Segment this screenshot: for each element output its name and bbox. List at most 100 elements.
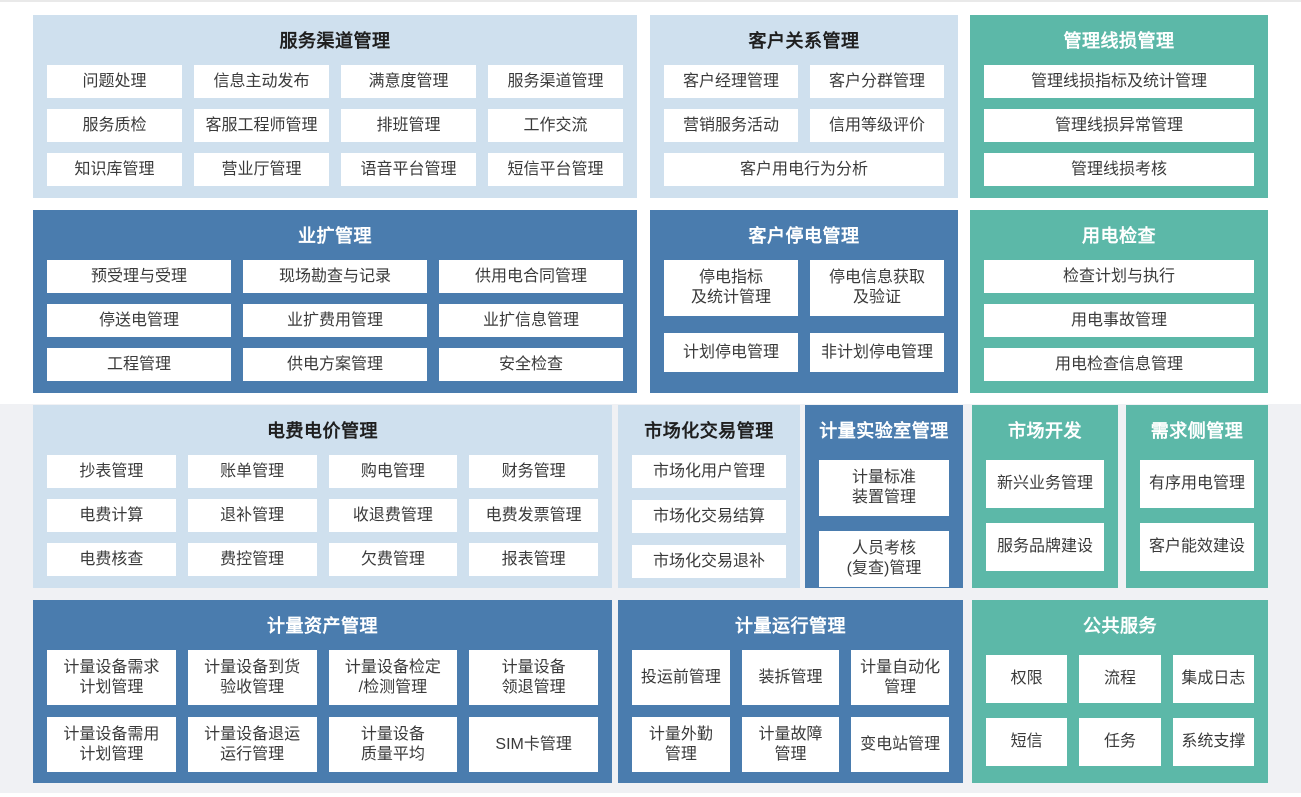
module-item: 费控管理: [187, 543, 317, 576]
module-item: 现场勘查与记录: [243, 260, 427, 293]
module-item: 退补管理: [187, 499, 317, 532]
block-title: 市场化交易管理: [644, 421, 774, 441]
module-item: 营业厅管理: [194, 153, 329, 186]
module-item: 客户分群管理: [810, 65, 944, 98]
module-item: 电费计算: [47, 499, 176, 532]
module-item: 计量设备检定 /检测管理: [328, 650, 458, 705]
module-item: 系统支撑: [1172, 718, 1254, 766]
module-item: 停电指标 及统计管理: [664, 260, 798, 316]
module-item: 计量设备 质量平均: [328, 717, 458, 772]
module-item: 业扩费用管理: [243, 304, 427, 337]
module-item: 信用等级评价: [810, 109, 944, 142]
module-item: 停电信息获取 及验证: [810, 260, 944, 316]
module-item: 排班管理: [341, 109, 476, 142]
module-item: 购电管理: [328, 455, 458, 488]
module-item: 问题处理: [47, 65, 182, 98]
module-item: 客户能效建设: [1140, 523, 1254, 571]
block-metering-assets: 计量资产管理 计量设备需求 计划管理计量设备到货 验收管理计量设备检定 /检测管…: [33, 600, 612, 783]
module-item: 预受理与受理: [47, 260, 231, 293]
module-item: 计量设备需用 计划管理: [47, 717, 176, 772]
block-items: 有序用电管理客户能效建设: [1126, 452, 1268, 571]
module-item: 计量故障 管理: [741, 717, 840, 772]
block-title: 客户关系管理: [748, 31, 860, 51]
module-item: 集成日志: [1172, 655, 1254, 703]
block-items: 停电指标 及统计管理停电信息获取 及验证计划停电管理非计划停电管理: [650, 257, 958, 372]
block-metering-lab: 计量实验室管理 计量标准 装置管理人员考核 (复查)管理: [805, 405, 963, 588]
module-item: 服务渠道管理: [488, 65, 623, 98]
module-item: 市场化交易退补: [632, 545, 786, 578]
module-item: 短信平台管理: [488, 153, 623, 186]
module-item: 计划停电管理: [664, 333, 798, 372]
module-item: 业扩信息管理: [439, 304, 623, 337]
block-items: 检查计划与执行用电事故管理用电检查信息管理: [970, 257, 1268, 381]
block-title: 管理线损管理: [1063, 31, 1175, 51]
module-item: 财务管理: [469, 455, 598, 488]
block-metering-operation: 计量运行管理 投运前管理装拆管理计量自动化 管理计量外勤 管理计量故障 管理变电…: [618, 600, 963, 783]
module-item: 投运前管理: [632, 650, 730, 705]
module-item: 知识库管理: [47, 153, 182, 186]
block-items: 预受理与受理现场勘查与记录供用电合同管理停送电管理业扩费用管理业扩信息管理工程管…: [33, 257, 637, 381]
block-title: 用电检查: [1082, 226, 1156, 246]
block-items: 新兴业务管理服务品牌建设: [972, 452, 1118, 571]
module-item: 短信: [986, 718, 1068, 766]
module-item: 账单管理: [187, 455, 317, 488]
module-item: 装拆管理: [741, 650, 840, 705]
block-title: 业扩管理: [298, 226, 372, 246]
module-item: 工作交流: [488, 109, 623, 142]
module-item: 满意度管理: [341, 65, 476, 98]
module-item: 语音平台管理: [341, 153, 476, 186]
module-item: 流程: [1079, 655, 1161, 703]
block-title: 需求侧管理: [1150, 421, 1244, 441]
module-item: 人员考核 (复查)管理: [819, 531, 949, 587]
module-item: 营销服务活动: [664, 109, 798, 142]
module-item: 计量自动化 管理: [851, 650, 949, 705]
module-item: 管理线损异常管理: [984, 109, 1254, 142]
module-item: 变电站管理: [851, 717, 949, 772]
block-items: 问题处理信息主动发布满意度管理服务渠道管理服务质检客服工程师管理排班管理工作交流…: [33, 62, 637, 186]
module-item: SIM卡管理: [469, 717, 598, 772]
block-title: 市场开发: [1008, 421, 1082, 441]
block-items: 市场化用户管理市场化交易结算市场化交易退补: [618, 452, 800, 578]
block-items: 计量标准 装置管理人员考核 (复查)管理: [805, 452, 963, 587]
module-item: 信息主动发布: [194, 65, 329, 98]
block-items: 计量设备需求 计划管理计量设备到货 验收管理计量设备检定 /检测管理计量设备 领…: [33, 647, 612, 772]
block-power-inspection: 用电检查 检查计划与执行用电事故管理用电检查信息管理: [970, 210, 1268, 393]
block-items: 抄表管理账单管理购电管理财务管理电费计算退补管理收退费管理电费发票管理电费核查费…: [33, 452, 612, 576]
block-business-expansion: 业扩管理 预受理与受理现场勘查与记录供用电合同管理停送电管理业扩费用管理业扩信息…: [33, 210, 637, 393]
module-item: 任务: [1079, 718, 1161, 766]
module-item: 欠费管理: [328, 543, 458, 576]
block-items: 管理线损指标及统计管理管理线损异常管理管理线损考核: [970, 62, 1268, 186]
module-item: 用电检查信息管理: [984, 348, 1254, 381]
module-item: 计量外勤 管理: [632, 717, 730, 772]
module-item: 计量设备需求 计划管理: [47, 650, 176, 705]
module-item: 市场化用户管理: [632, 455, 786, 488]
block-customer-relations: 客户关系管理 客户经理管理客户分群管理营销服务活动信用等级评价客户用电行为分析: [650, 15, 958, 198]
block-title: 电费电价管理: [267, 421, 378, 441]
block-demand-side: 需求侧管理 有序用电管理客户能效建设: [1126, 405, 1268, 588]
module-item: 客户用电行为分析: [664, 153, 944, 186]
module-item: 检查计划与执行: [984, 260, 1254, 293]
module-item: 客户经理管理: [664, 65, 798, 98]
block-items: 投运前管理装拆管理计量自动化 管理计量外勤 管理计量故障 管理变电站管理: [618, 647, 963, 772]
block-title: 服务渠道管理: [279, 31, 391, 51]
module-item: 计量设备到货 验收管理: [187, 650, 317, 705]
module-item: 非计划停电管理: [810, 333, 944, 372]
block-title: 公共服务: [1083, 616, 1157, 636]
block-customer-outage: 客户停电管理 停电指标 及统计管理停电信息获取 及验证计划停电管理非计划停电管理: [650, 210, 958, 393]
module-item: 收退费管理: [328, 499, 458, 532]
block-items: 权限流程集成日志短信任务系统支撑: [972, 647, 1268, 766]
module-item: 安全检查: [439, 348, 623, 381]
module-item: 有序用电管理: [1140, 460, 1254, 508]
module-item: 供电方案管理: [243, 348, 427, 381]
module-item: 新兴业务管理: [986, 460, 1104, 508]
module-item: 计量标准 装置管理: [819, 460, 949, 516]
module-item: 电费核查: [47, 543, 176, 576]
module-item: 市场化交易结算: [632, 500, 786, 533]
module-item: 客服工程师管理: [194, 109, 329, 142]
module-item: 权限: [986, 655, 1068, 703]
block-market-trading: 市场化交易管理 市场化用户管理市场化交易结算市场化交易退补: [618, 405, 800, 588]
module-item: 供用电合同管理: [439, 260, 623, 293]
module-item: 工程管理: [47, 348, 231, 381]
module-item: 计量设备 领退管理: [469, 650, 598, 705]
module-item: 抄表管理: [47, 455, 176, 488]
